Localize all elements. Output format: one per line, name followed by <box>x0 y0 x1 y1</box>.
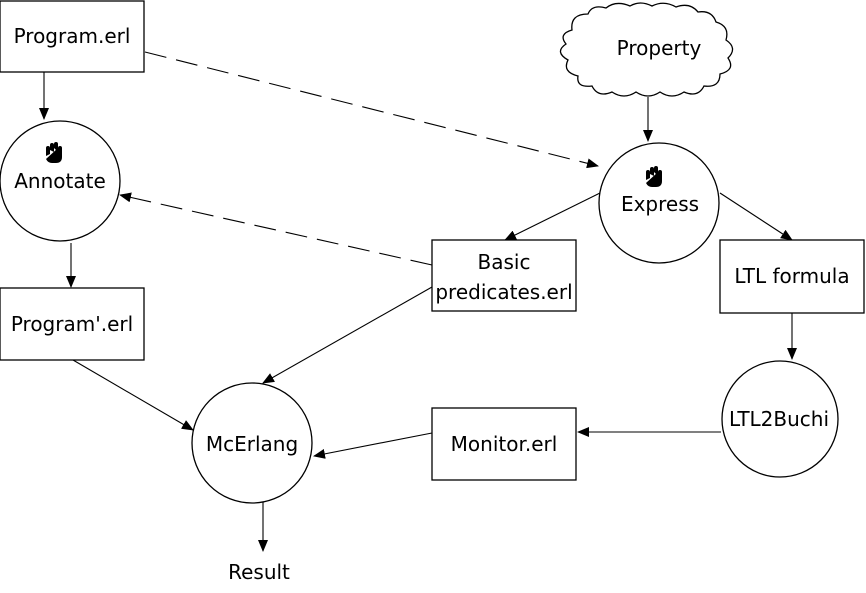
node-monitor-erl: Monitor.erl <box>431 407 577 481</box>
node-result: Result <box>228 560 290 584</box>
edges <box>39 51 797 552</box>
node-ltl-formula: LTL formula <box>719 239 865 314</box>
node-program-erl: Program.erl <box>0 0 145 73</box>
edge-basic-predicates-to-annotate <box>119 192 433 266</box>
edge-monitor-to-mcerlang <box>313 432 433 459</box>
node-program-erl-label: Program.erl <box>14 24 131 48</box>
node-property: Property <box>559 2 734 97</box>
node-basic-predicates-label-line1: Basic <box>478 250 531 274</box>
property-cloud-shape <box>559 2 734 97</box>
edge-program-to-express <box>144 51 599 169</box>
node-monitor-erl-label: Monitor.erl <box>451 432 558 456</box>
node-express-label: Express <box>621 192 699 216</box>
node-annotate-label: Annotate <box>14 169 106 193</box>
edge-program-prime-to-mcerlang <box>72 359 194 431</box>
node-express: Express <box>598 142 720 264</box>
node-basic-predicates-label-line2: predicates.erl <box>435 280 572 304</box>
node-ltl-formula-label: LTL formula <box>734 264 849 288</box>
node-program-prime-erl: Program'.erl <box>0 287 145 361</box>
edge-express-to-basic-predicates <box>504 192 601 241</box>
node-ltl2buchi: LTL2Buchi <box>721 360 839 478</box>
node-mcerlang: McErlang <box>191 382 313 504</box>
edge-basic-predicates-to-mcerlang <box>262 286 433 384</box>
node-property-label: Property <box>617 36 702 60</box>
node-annotate: Annotate <box>0 120 121 242</box>
node-result-label: Result <box>228 560 290 584</box>
node-program-prime-erl-label: Program'.erl <box>11 312 133 336</box>
node-basic-predicates: Basic predicates.erl <box>431 239 577 312</box>
node-ltl2buchi-label: LTL2Buchi <box>729 407 829 431</box>
node-mcerlang-label: McErlang <box>206 432 298 456</box>
edge-express-to-ltl-formula <box>719 192 793 241</box>
